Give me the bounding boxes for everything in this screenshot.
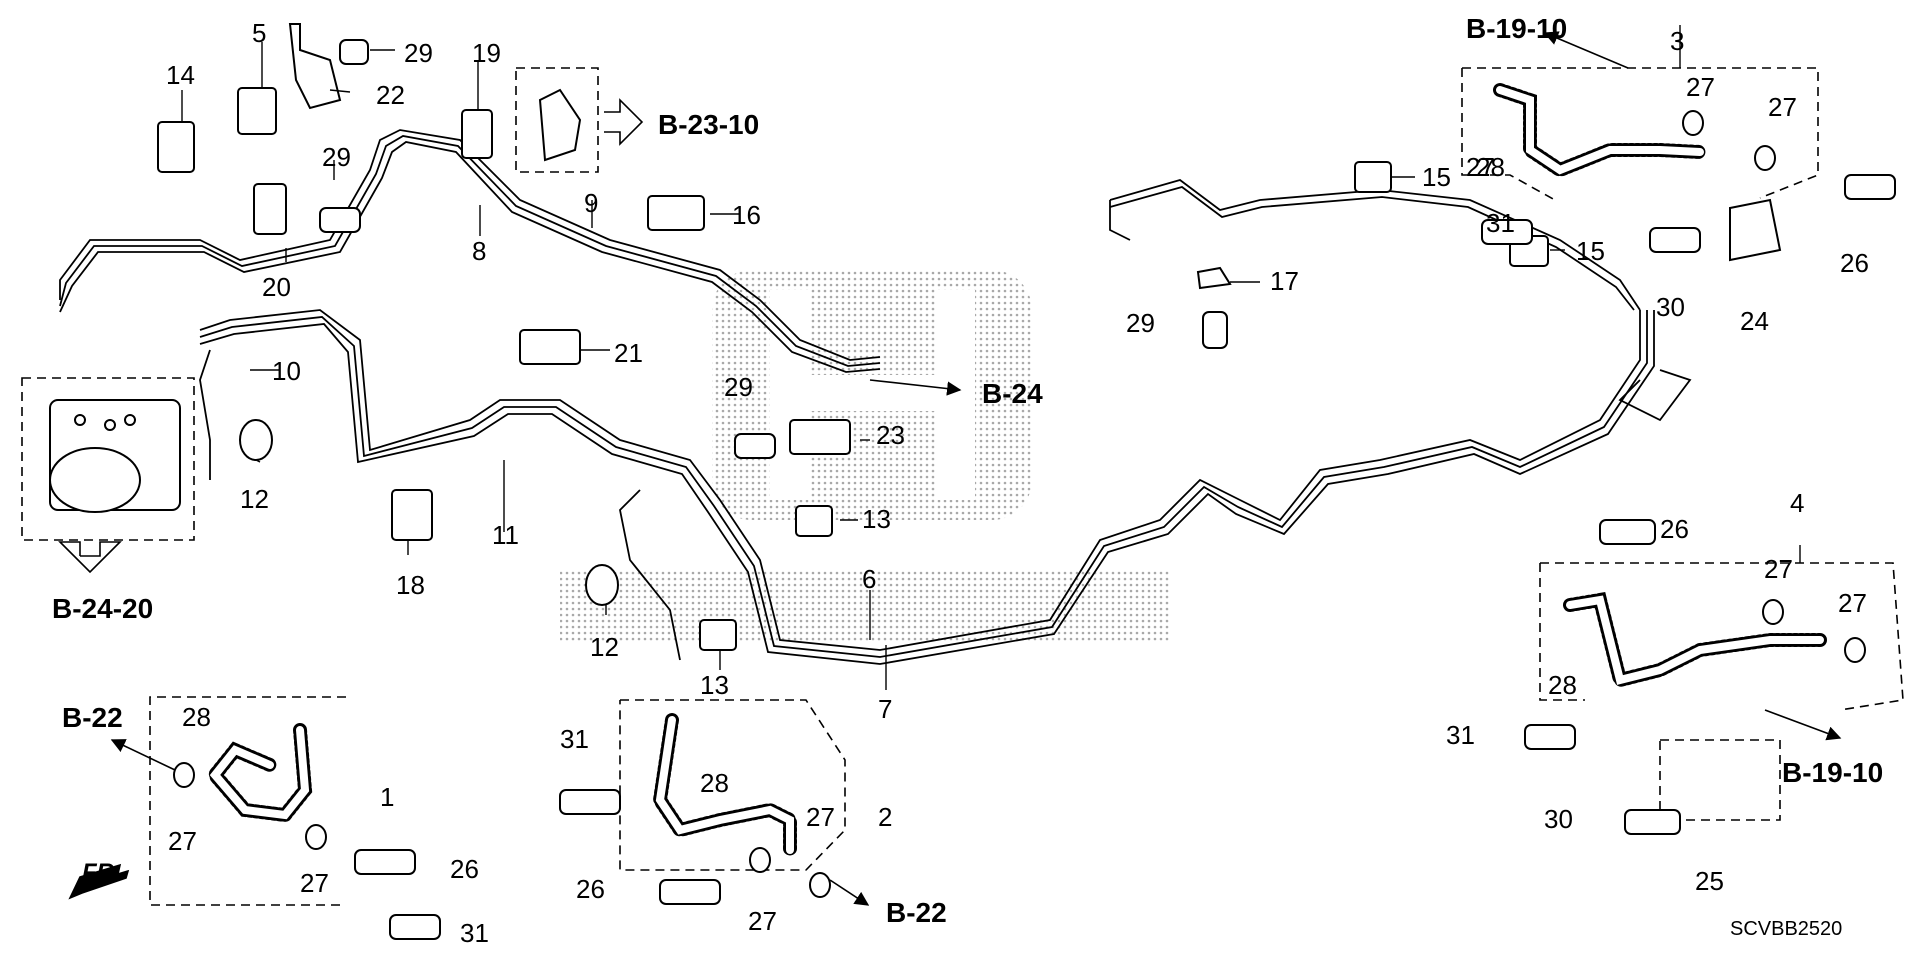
callout-31b: 31 — [460, 918, 489, 948]
callout-29d: 29 — [1126, 308, 1155, 338]
callout-12a: 12 — [240, 484, 269, 514]
callout-29a: 29 — [404, 38, 433, 68]
callout-16: 16 — [732, 200, 761, 230]
callout-26d: 26 — [1840, 248, 1869, 278]
callout-28b: 28 — [700, 768, 729, 798]
callout-10: 10 — [272, 356, 301, 386]
callout-11: 11 — [492, 520, 519, 550]
ref-b-22-left: B-22 — [62, 702, 123, 733]
callout-27d: 27 — [806, 802, 835, 832]
callout-21: 21 — [614, 338, 643, 368]
callout-24: 24 — [1740, 306, 1769, 336]
callout-19: 19 — [472, 38, 501, 68]
callout-27f: 27 — [1768, 92, 1797, 122]
callout-22: 22 — [376, 80, 405, 110]
ref-b-24: B-24 — [982, 378, 1043, 409]
callout-28d: 28 — [1548, 670, 1577, 700]
callout-27g: 27 — [1764, 554, 1793, 584]
callout-26c: 26 — [1660, 514, 1689, 544]
callout-30a: 30 — [1656, 292, 1685, 322]
callout-17: 17 — [1270, 266, 1299, 296]
ref-b-19-10-top: B-19-10 — [1466, 13, 1567, 44]
callout-27c: 27 — [748, 906, 777, 936]
callout-31c: 31 — [1446, 720, 1475, 750]
diagram-code: SCVBB2520 — [1730, 918, 1842, 940]
callout-31d: 31 — [1486, 208, 1515, 238]
direction-arrows — [58, 31, 1842, 906]
callout-26b: 26 — [576, 874, 605, 904]
callout-27e: 27 — [1686, 72, 1715, 102]
callout-1: 1 — [380, 782, 394, 812]
front-direction-label: FR. — [82, 859, 121, 886]
callout-27i: 27 — [1466, 152, 1495, 182]
callout-14: 14 — [166, 60, 195, 90]
callout-13a: 13 — [862, 504, 891, 534]
callout-25: 25 — [1695, 866, 1724, 896]
ref-b-22-bottom: B-22 — [886, 897, 947, 928]
callout-3: 3 — [1670, 26, 1684, 56]
ref-b-19-10-right: B-19-10 — [1782, 757, 1883, 788]
callout-9: 9 — [584, 188, 598, 218]
callout-15b: 15 — [1576, 236, 1605, 266]
callout-29b: 29 — [322, 142, 351, 172]
callout-8: 8 — [472, 236, 486, 266]
abs-modulator-unit — [49, 399, 181, 513]
callout-26a: 26 — [450, 854, 479, 884]
callout-27h: 27 — [1838, 588, 1867, 618]
callout-28c: 28 — [1476, 152, 1505, 182]
callout-29c: 29 — [724, 372, 753, 402]
callout-27a: 27 — [168, 826, 197, 856]
callout-12b: 12 — [590, 632, 619, 662]
group-boxes — [21, 67, 1904, 906]
callout-20: 20 — [262, 272, 291, 302]
leader-lines — [181, 25, 1801, 690]
callout-28a: 28 — [182, 702, 211, 732]
callout-4: 4 — [1790, 488, 1804, 518]
callout-13b: 13 — [700, 670, 729, 700]
ref-b-23-10: B-23-10 — [658, 109, 759, 140]
callout-27b: 27 — [300, 868, 329, 898]
callout-23: 23 — [876, 420, 905, 450]
callout-6: 6 — [862, 564, 876, 594]
callout-7: 7 — [878, 694, 892, 724]
callout-numbers: 1 2 3 4 5 6 7 8 9 10 11 12 12 13 13 14 1… — [166, 18, 1869, 948]
callout-15a: 15 — [1422, 162, 1451, 192]
callout-30b: 30 — [1544, 804, 1573, 834]
callout-2: 2 — [878, 802, 892, 832]
callout-5: 5 — [252, 18, 266, 48]
callout-31a: 31 — [560, 724, 589, 754]
callout-18: 18 — [396, 570, 425, 600]
brake-hoses-inner — [209, 86, 1824, 854]
small-parts — [157, 23, 1896, 940]
ref-b-24-20: B-24-20 — [52, 593, 153, 624]
